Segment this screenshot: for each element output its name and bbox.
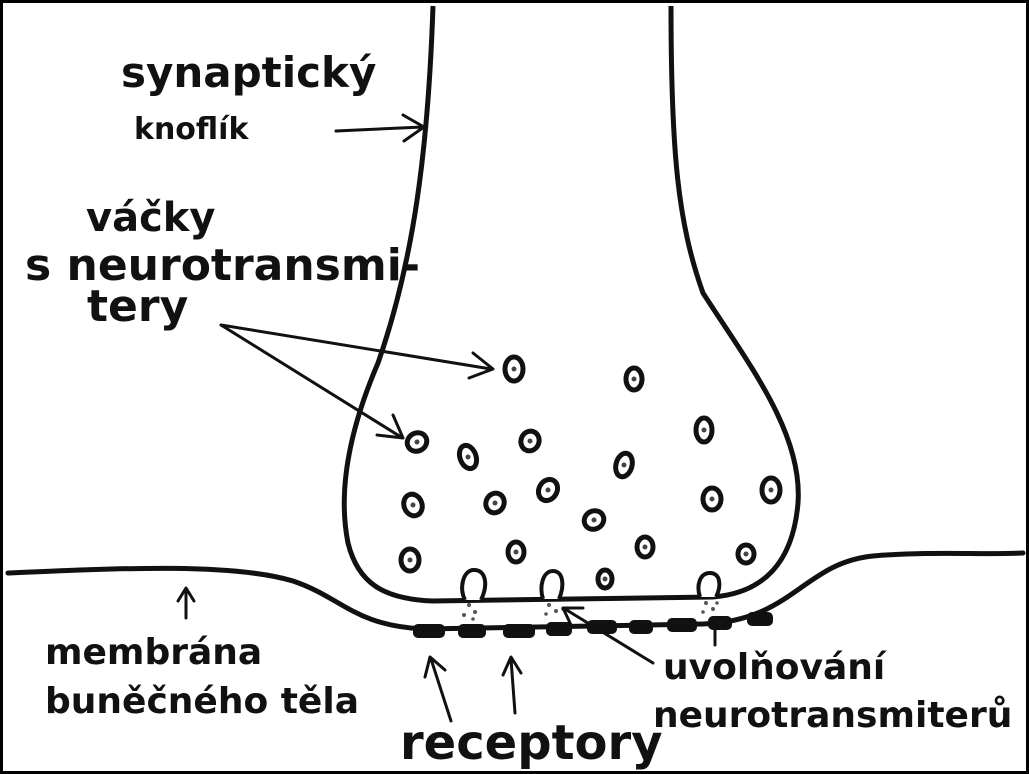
receptor-arrow-left	[425, 657, 451, 721]
receptor	[629, 620, 653, 634]
receptor	[747, 612, 773, 626]
label-synaptic-knob-line2: knoflík	[134, 112, 249, 147]
label-synaptic-knob-line1: synaptický	[121, 48, 376, 97]
knob-arrow	[336, 115, 424, 141]
vesicle-contents	[408, 367, 774, 582]
release-site	[462, 570, 485, 600]
receptor	[458, 624, 486, 638]
label-vesicles-line3: tery	[87, 281, 188, 332]
label-release-line1: uvolňování	[663, 647, 887, 688]
release-arrow	[563, 608, 653, 663]
membrane-arrow	[178, 588, 194, 618]
label-membrane-line1: membrána	[45, 632, 262, 673]
released-neurotransmitter	[462, 601, 719, 621]
label-release-line2: neurotransmiterů	[653, 695, 1012, 736]
label-receptors: receptory	[400, 715, 662, 771]
label-vesicles-line1: váčky	[86, 195, 215, 241]
labels: synaptický knoflík váčky s neurotransmi-…	[25, 48, 1012, 771]
receptor	[413, 624, 445, 638]
receptor	[708, 616, 732, 630]
receptor	[503, 624, 535, 638]
diagram-svg: synaptický knoflík váčky s neurotransmi-…	[3, 3, 1026, 771]
vesicles-group	[401, 357, 780, 588]
receptor-arrow-right	[503, 657, 521, 713]
receptor	[667, 618, 697, 632]
release-site	[541, 571, 562, 599]
vesicle-arrow-lower	[221, 325, 403, 438]
label-membrane-line2: buněčného těla	[45, 681, 359, 722]
receptor	[546, 622, 572, 636]
release-site	[698, 573, 719, 597]
label-vesicles-line2: s neurotransmi-	[25, 240, 420, 291]
